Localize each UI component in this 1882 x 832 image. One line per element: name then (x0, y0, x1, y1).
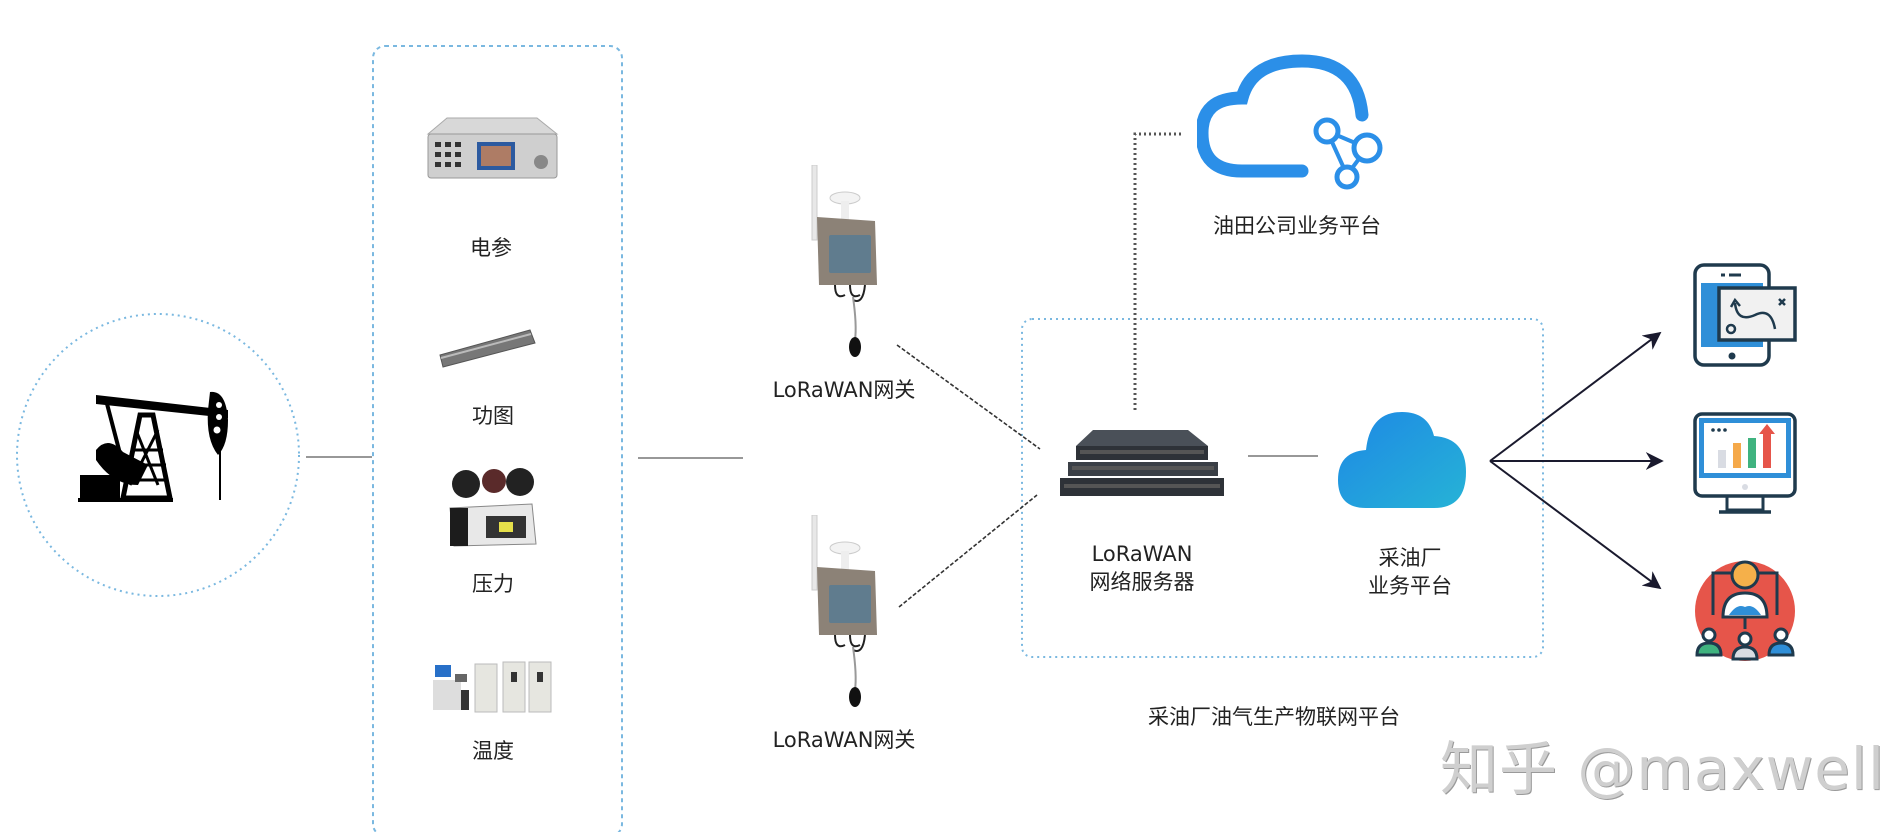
server-oilfield-link (1133, 132, 1181, 410)
gateway-label: LoRaWAN网关 (772, 378, 916, 402)
sensor-temperature[interactable] (433, 660, 553, 715)
pressure-gauge-icon (449, 468, 537, 547)
oilfield-platform-node[interactable] (1195, 53, 1397, 193)
mobile-app-icon (1693, 263, 1797, 367)
sensor-pressure[interactable] (444, 466, 544, 551)
load-sensor-icon (439, 329, 536, 368)
watermark: 知乎 @maxwell (1440, 735, 1882, 803)
oilfield-platform-label: 油田公司业务平台 (1213, 214, 1381, 238)
platform-group-caption: 采油厂油气生产物联网平台 (1148, 705, 1400, 729)
sensor-label: 功图 (472, 404, 514, 428)
well-boundary-circle (16, 313, 300, 597)
platform-group-box (1021, 318, 1544, 658)
endpoint-mobile[interactable] (1693, 263, 1797, 367)
gateway-node-2[interactable] (805, 514, 890, 710)
sensor-group-box (372, 45, 623, 832)
pumpjack-icon (78, 391, 228, 502)
monitor-chart-icon (1693, 412, 1797, 514)
gateway1-server-link (896, 344, 1041, 450)
sensor-load[interactable] (435, 325, 540, 370)
well-node[interactable] (78, 390, 230, 510)
network-server-label-line1: LoRaWAN (1091, 542, 1193, 566)
network-server-label: LoRaWAN 网络服务器 (1090, 540, 1195, 597)
plant-platform-label-line1: 采油厂 (1378, 546, 1442, 570)
cloud-icon (1338, 412, 1466, 508)
sensor-label: 电参 (470, 236, 512, 260)
network-server-label-line2: 网络服务器 (1089, 570, 1195, 595)
sensor-label: 压力 (472, 572, 514, 596)
sensor-label: 温度 (472, 739, 514, 763)
power-analyzer-icon (426, 117, 559, 179)
arrow-to-team (1489, 460, 1662, 590)
gateway-label: LoRaWAN网关 (772, 728, 916, 752)
plant-platform-label: 采油厂 业务平台 (1368, 544, 1452, 601)
gateway-node-1[interactable] (805, 164, 890, 360)
plant-platform-node[interactable] (1336, 410, 1468, 510)
server-rack-icon (1060, 430, 1224, 496)
endpoint-team[interactable] (1693, 555, 1797, 661)
lorawan-gateway-icon (811, 514, 877, 707)
gateway2-server-link (898, 494, 1038, 608)
sensor-power-analyzer[interactable] (425, 112, 560, 182)
temperature-cabinet-icon (433, 661, 552, 713)
endpoint-monitor[interactable] (1693, 412, 1797, 516)
plant-platform-label-line2: 业务平台 (1368, 574, 1452, 599)
network-server-node[interactable] (1058, 428, 1226, 500)
cloud-network-icon (1195, 54, 1383, 190)
lorawan-gateway-icon (811, 164, 877, 357)
arrow-to-mobile (1489, 331, 1662, 462)
team-users-icon (1695, 560, 1795, 661)
